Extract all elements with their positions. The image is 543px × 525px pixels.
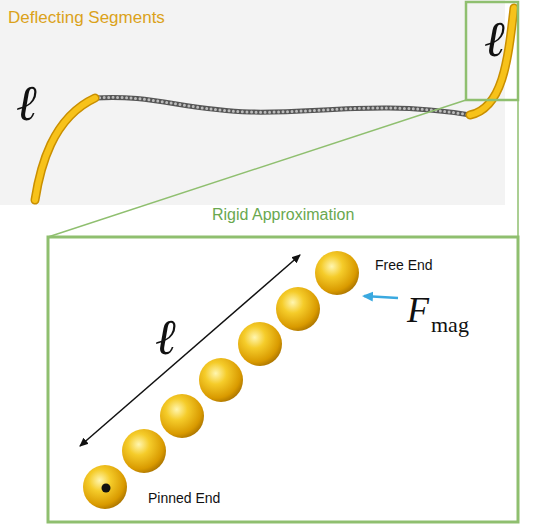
pin-dot [102, 484, 111, 493]
sphere-chain [83, 251, 359, 509]
force-arrow [364, 296, 398, 298]
end-label: Free End [375, 258, 433, 272]
length-symbol: ℓ [155, 312, 176, 362]
segment-caption: Deflecting Segments [8, 9, 165, 26]
force-subscript: mag [431, 314, 469, 336]
inset-frame [48, 237, 518, 522]
deflecting-segment [35, 98, 95, 200]
length-symbol: ℓ [16, 78, 37, 128]
force-symbol: F [407, 292, 429, 328]
deflecting-segment [35, 98, 95, 200]
bead-chain-highlights [95, 97, 470, 115]
zoom-line [48, 100, 466, 237]
length-arrow [80, 255, 300, 446]
zoom-box [466, 2, 518, 100]
length-symbol: ℓ [484, 14, 505, 64]
top-panel [0, 0, 505, 205]
zoom-line [517, 100, 519, 237]
bead-chain [95, 97, 470, 115]
end-label: Pinned End [148, 491, 220, 505]
inset-title: Rigid Approximation [212, 207, 354, 223]
